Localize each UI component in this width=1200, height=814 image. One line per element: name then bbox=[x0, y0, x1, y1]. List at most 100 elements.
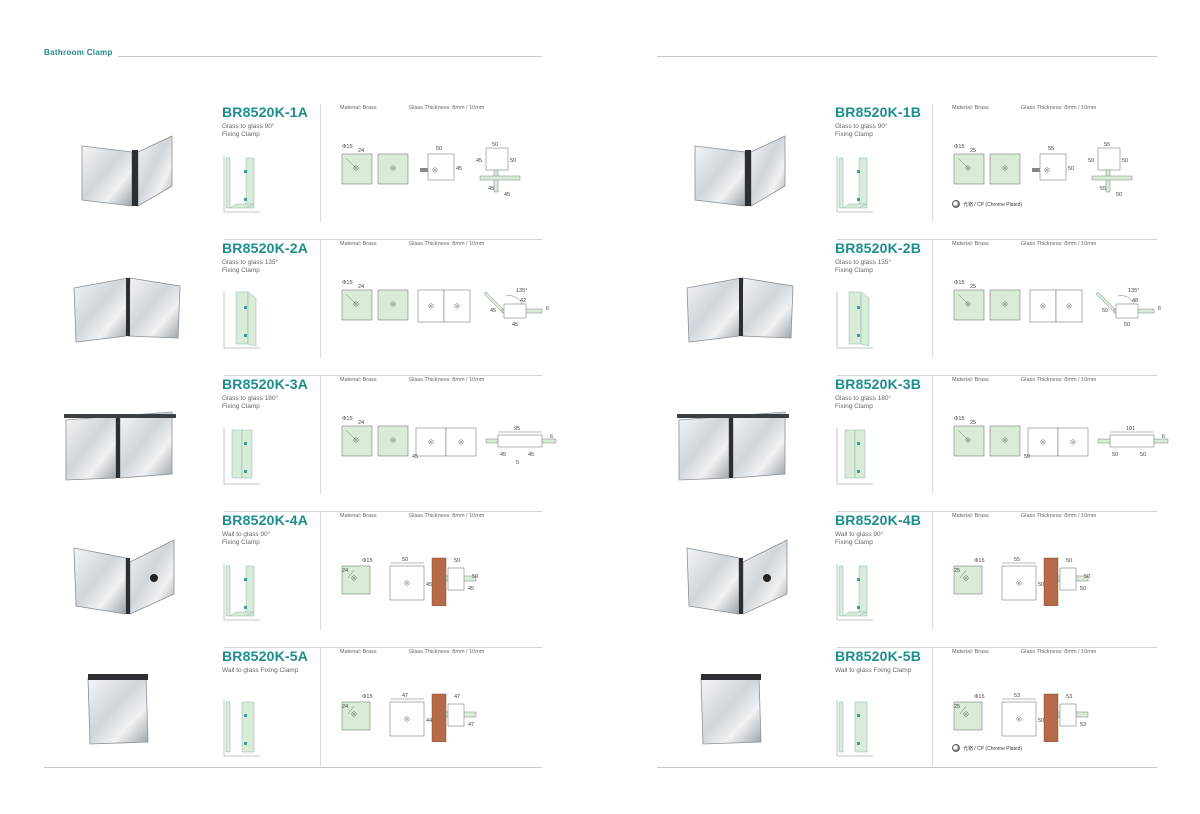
hole-mark bbox=[965, 301, 971, 307]
description-line: Fixing Clamp bbox=[835, 403, 873, 410]
dimension-label: 50 bbox=[1066, 558, 1072, 564]
dimension-label: Φ15 bbox=[954, 144, 965, 150]
row-divider bbox=[837, 375, 1157, 376]
dimension-line bbox=[959, 569, 967, 579]
clamp-edge bbox=[745, 150, 751, 206]
hole-center bbox=[1004, 439, 1006, 441]
installation-sketch-frame bbox=[835, 696, 875, 758]
dimension-label: 6 bbox=[550, 434, 553, 440]
clamp-marker bbox=[244, 306, 247, 309]
dimension-label: Φ15 bbox=[954, 280, 965, 286]
product-description: Wall to glass Fixing Clamp bbox=[835, 667, 935, 675]
installation-sketch-frame bbox=[835, 288, 875, 350]
installation-sketch-frame bbox=[222, 424, 262, 486]
glass-panel bbox=[858, 565, 868, 617]
clamp-plate bbox=[700, 677, 762, 745]
clamp-marker bbox=[857, 578, 860, 581]
glass-cutout bbox=[989, 289, 1021, 321]
dimension-label: 50 bbox=[1116, 192, 1122, 198]
row-divider bbox=[837, 647, 1157, 648]
row-divider bbox=[224, 375, 542, 376]
glass-panel bbox=[229, 611, 255, 617]
dimension-label: 24 bbox=[342, 568, 348, 574]
hole-center bbox=[460, 441, 462, 443]
hole-mark bbox=[428, 303, 434, 309]
dimension-line bbox=[957, 293, 969, 305]
product-description: Glass to glass 180°Fixing Clamp bbox=[835, 395, 935, 411]
model-number: BR8520K-4A bbox=[222, 512, 309, 528]
dimension-label: 6 bbox=[546, 306, 549, 312]
description-line: Fixing Clamp bbox=[222, 267, 260, 274]
clamp-edge bbox=[677, 414, 789, 418]
installation-sketch-frame bbox=[222, 560, 262, 622]
dimension-label: 24 bbox=[342, 704, 348, 710]
clamp-plate bbox=[73, 277, 129, 343]
dimension-line bbox=[957, 157, 969, 169]
dimension-label: 45 bbox=[488, 186, 494, 192]
material-spec: Material: Brass bbox=[952, 105, 989, 111]
clamp-plate bbox=[740, 277, 794, 339]
dimension-label: 50 bbox=[1084, 574, 1090, 580]
glass-panel bbox=[842, 611, 868, 617]
installation-sketch bbox=[836, 291, 873, 349]
glass-panel bbox=[842, 203, 868, 209]
hole-mark bbox=[1002, 437, 1008, 443]
glass-panel bbox=[245, 157, 255, 209]
installation-sketch bbox=[223, 291, 260, 349]
dimension-label: Φ15 bbox=[342, 280, 353, 286]
row-divider bbox=[224, 647, 542, 648]
dimension-label: 6 bbox=[1158, 306, 1161, 312]
clamp-edge bbox=[701, 674, 761, 680]
product-photo bbox=[73, 539, 175, 615]
model-number: BR8520K-4B bbox=[835, 512, 922, 528]
dimension-label: 50 bbox=[1112, 452, 1118, 458]
installation-sketch-frame bbox=[222, 288, 262, 350]
dimension-label: 50 bbox=[402, 557, 408, 563]
column-divider bbox=[320, 240, 321, 358]
clamp-marker bbox=[244, 334, 247, 337]
description-line: Fixing Clamp bbox=[222, 539, 260, 546]
hole-center bbox=[1068, 305, 1070, 307]
product-photo bbox=[700, 674, 762, 745]
dimension-label: 6 bbox=[1162, 434, 1165, 440]
glass-cutout bbox=[341, 701, 371, 731]
glass-cutout bbox=[377, 425, 409, 457]
glass-panel bbox=[225, 565, 231, 617]
product-photo bbox=[686, 277, 794, 343]
clamp-marker bbox=[244, 742, 247, 745]
product-photo-frame bbox=[54, 114, 184, 214]
clamp-section bbox=[503, 303, 527, 319]
hole-mark bbox=[963, 575, 969, 581]
description-line: Glass to glass 180° bbox=[222, 395, 279, 402]
clamp-section bbox=[447, 567, 465, 591]
clamp-edge bbox=[420, 168, 428, 172]
installation-sketch bbox=[223, 428, 260, 485]
hole-mark bbox=[353, 437, 359, 443]
product-photo bbox=[64, 411, 176, 481]
clamp-marker bbox=[244, 578, 247, 581]
clamp-marker bbox=[857, 742, 860, 745]
dimension-label: 95 bbox=[514, 426, 520, 432]
hole-center bbox=[392, 303, 394, 305]
clamp-marker bbox=[857, 606, 860, 609]
column-divider bbox=[932, 512, 933, 630]
clamp-marker bbox=[244, 470, 247, 473]
plate-outline bbox=[1055, 289, 1083, 323]
hole-mark bbox=[1016, 580, 1022, 586]
hole-center bbox=[1004, 167, 1006, 169]
dimension-label: 44 bbox=[426, 718, 432, 724]
clamp-plate bbox=[73, 547, 127, 615]
installation-sketch-frame bbox=[835, 560, 875, 622]
description-line: Wall to glass Fixing Clamp bbox=[835, 667, 912, 674]
clamp-marker bbox=[857, 714, 860, 717]
